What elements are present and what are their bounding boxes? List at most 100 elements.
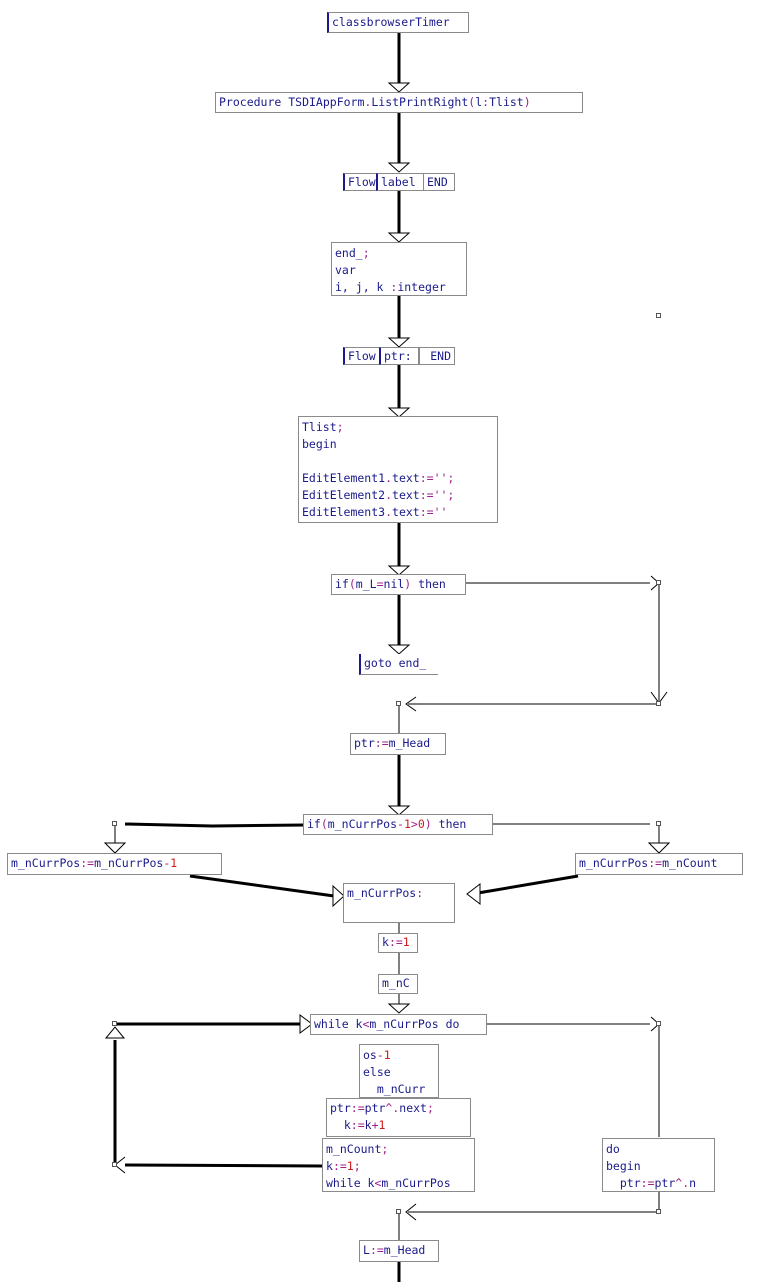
code-token: : [416, 886, 424, 900]
code-token: := [640, 1176, 655, 1190]
code-line: ptr:=ptr^.next; [330, 1100, 467, 1117]
k-assign-node[interactable]: k:=1 [378, 933, 418, 953]
code-token: ( [468, 95, 476, 109]
if-currpos-node[interactable]: if(m_nCurrPos-1>0) then [303, 814, 493, 835]
flow-tab[interactable]: Flow [343, 347, 381, 365]
code-token: := [80, 856, 95, 870]
code-token: l [475, 95, 483, 109]
code-line: ptr:=m_Head [354, 735, 442, 752]
code-line: m_nCurrPos:=m_nCurrPos-1 [11, 855, 218, 872]
code-line: k:=1; [326, 1158, 471, 1175]
code-token: := [350, 1101, 365, 1115]
code-line [302, 453, 494, 470]
code-line: m_nCurrPos:=m_nCount [579, 855, 739, 872]
code-line: if(m_nCurrPos-1>0) then [307, 816, 489, 833]
code-token: 1 [170, 856, 178, 870]
l-head-node[interactable]: L:=m_Head [359, 1240, 439, 1262]
code-token: ptr [330, 1101, 351, 1115]
code-token: k [382, 935, 389, 949]
end-tab[interactable]: END [423, 173, 455, 191]
connector-marker [656, 1209, 661, 1214]
left-assign-node[interactable]: m_nCurrPos:=m_nCurrPos-1 [7, 853, 222, 875]
code-line: k:=k+1 [330, 1117, 467, 1134]
code-token: 1 [346, 1159, 354, 1173]
connector-marker [112, 1162, 117, 1167]
code-token: if [307, 817, 321, 831]
if-nil-node[interactable]: if(m_L=nil) then [331, 574, 466, 595]
code-line: m_nCurr [363, 1081, 435, 1097]
code-line: goto end_ [364, 655, 435, 672]
code-token: < [362, 1017, 370, 1031]
ptr-tab[interactable]: ptr: [379, 347, 419, 365]
code-token: - [397, 817, 404, 831]
right-assign-node[interactable]: m_nCurrPos:=m_nCount [575, 853, 743, 875]
code-token: begin [606, 1159, 641, 1173]
connector-marker [112, 821, 117, 826]
merge-node[interactable]: m_nCurrPos: [343, 883, 455, 923]
code-token: 1 [402, 935, 410, 949]
code-token: L [363, 1243, 370, 1257]
ptr-next-node[interactable]: ptr:=ptr^.next; k:=k+1 [326, 1098, 471, 1137]
code-token: EditElement2 [302, 488, 386, 502]
code-token: end_ [335, 246, 363, 260]
code-token: ptr [354, 736, 375, 750]
code-token: - [163, 856, 171, 870]
code-line: ptr:=ptr^.n [606, 1175, 711, 1191]
code-token: > [410, 817, 418, 831]
code-token: := [369, 1243, 384, 1257]
code-token: Tlist [489, 95, 524, 109]
code-token: . [385, 471, 393, 485]
code-token: 1 [403, 817, 411, 831]
code-token: : [390, 280, 398, 294]
code-token: := [388, 935, 403, 949]
code-token: ; [362, 246, 370, 260]
code-token: ptr [654, 1176, 676, 1190]
code-token: 0 [417, 817, 425, 831]
code-token: :=''; [419, 471, 455, 485]
connector-marker [656, 580, 661, 585]
code-token: ; [381, 1142, 389, 1156]
code-line: os-1 [363, 1047, 435, 1064]
code-line: Procedure TSDIAppForm.ListPrintRight(l:T… [219, 94, 579, 111]
count-node[interactable]: m_nCount; k:=1;while k<m_nCurrPos [322, 1138, 475, 1192]
code-token: := [350, 1118, 365, 1132]
code-token: m_nCount [326, 1142, 382, 1156]
code-token: ) [404, 577, 419, 591]
code-token: Tlist [302, 420, 337, 434]
code-token: m_L [355, 577, 377, 591]
code-token: ( [320, 817, 328, 831]
code-token: goto end_ [364, 656, 427, 670]
code-token: m_nC [382, 976, 410, 990]
flow-tab[interactable]: Flow [343, 173, 378, 191]
code-token: m_nCount [662, 856, 718, 870]
code-line: do [606, 1141, 711, 1158]
code-token: := [648, 856, 663, 870]
code-line: while k<m_nCurrPos [326, 1175, 471, 1191]
connector-marker [656, 313, 661, 318]
code-token: then [438, 817, 467, 831]
code-line: if(m_L=nil) then [335, 576, 462, 593]
code-token: m_nCurrPos [579, 856, 649, 870]
code-token: EditElement1 [302, 471, 386, 485]
code-token: := [332, 1159, 347, 1173]
while-node[interactable]: while k<m_nCurrPos do [310, 1014, 487, 1035]
connector-marker [656, 701, 661, 706]
code-token: ListPrintRight [371, 95, 469, 109]
label-tab[interactable]: label [376, 173, 424, 191]
mnc-node[interactable]: m_nC [378, 974, 418, 994]
code-token: ( [348, 577, 356, 591]
code-token: k [364, 1118, 372, 1132]
start-node[interactable]: classbrowserTimer [327, 12, 469, 33]
code-token: < [374, 1176, 382, 1190]
ptr-head-node[interactable]: ptr:=m_Head [350, 733, 446, 755]
procedure-node[interactable]: Procedure TSDIAppForm.ListPrintRight(l:T… [215, 92, 583, 113]
connector-marker [396, 1209, 401, 1214]
goto-node[interactable]: goto end_ [359, 654, 438, 675]
code-token: = [376, 577, 384, 591]
end-tab[interactable]: END [419, 347, 455, 365]
